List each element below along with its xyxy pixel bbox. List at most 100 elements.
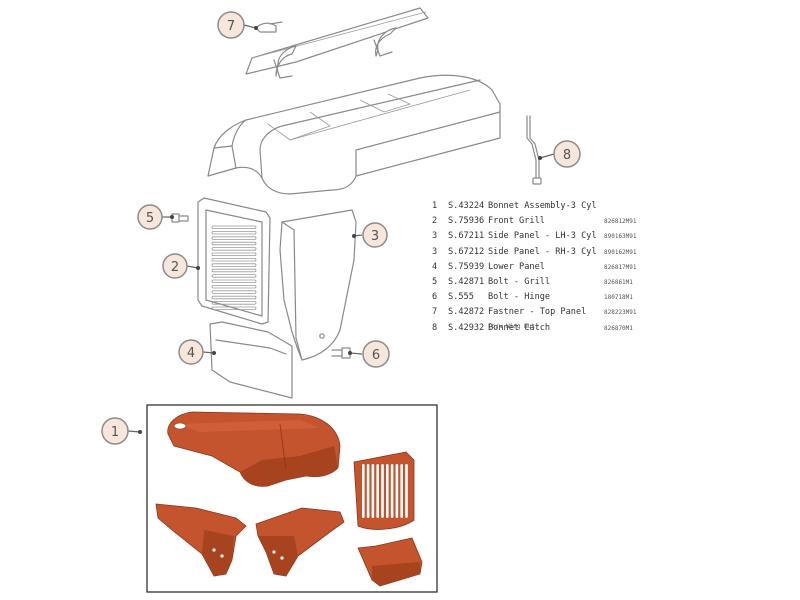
photo-grill-slot (381, 464, 384, 518)
part-description: Bonnet Assembly-3 Cyl (488, 201, 597, 211)
part-description: Fastner - Top Panel (488, 307, 587, 318)
part-number: 4 (432, 261, 438, 272)
part-description: Side Panel - LH-3 Cyl (488, 231, 597, 242)
grill-slat (211, 284, 257, 289)
grill-slat (211, 301, 257, 305)
part-reference: 180718M1 (604, 294, 633, 302)
part-code: S.43224 (448, 201, 485, 211)
part-reference: 890163M91 (604, 233, 637, 241)
photo-grill-slot (362, 464, 365, 518)
part-code: S.75939 (448, 261, 485, 272)
part-reference: 828223M91 (604, 309, 637, 317)
painted-side-panel-rh-photo (255, 507, 345, 577)
part-description: Bolt - Hinge (488, 292, 551, 303)
painted-grill-photo (353, 451, 415, 530)
callout-7-label: 7 (227, 19, 235, 34)
callout-8: 8 (553, 140, 581, 168)
part-number: 8 (432, 322, 438, 333)
callout-4: 4 (178, 339, 204, 365)
part-note: (c/w Wing Nut) (488, 322, 539, 330)
part-description: Front Grill (488, 216, 545, 227)
callout-8-label: 8 (563, 148, 571, 163)
part-code: S.67212 (448, 246, 485, 257)
top-panel-drawing (245, 7, 429, 79)
grill-slat (211, 247, 257, 251)
grill-slat (211, 268, 257, 273)
grill-slat (211, 252, 257, 256)
part-number: 3 (432, 246, 438, 257)
callout-5: 5 (137, 204, 163, 230)
callout-7: 7 (217, 11, 245, 39)
painted-lower-panel-photo (357, 537, 423, 587)
part-code: S.67211 (448, 231, 485, 242)
callout-6: 6 (362, 340, 390, 368)
grill-slat (211, 290, 257, 294)
part-reference: 890162M91 (604, 248, 637, 256)
part-reference: 826812M91 (604, 218, 637, 226)
part-number: 1 (432, 201, 438, 211)
callout-6-label: 6 (372, 348, 380, 363)
part-code: S.42871 (448, 276, 485, 287)
bonnet-drawing (207, 74, 501, 195)
photo-grill-slot (366, 464, 370, 518)
photo-grill-slot (395, 464, 399, 518)
lower-panel-drawing (209, 321, 293, 399)
part-description: Side Panel - RH-3 Cyl (488, 246, 597, 257)
side-panel-drawing (279, 209, 357, 361)
part-description: Lower Panel (488, 261, 545, 272)
photo-grill-slot (400, 464, 403, 518)
photo-grill-slot (386, 464, 389, 518)
part-number: 3 (432, 231, 438, 242)
grill-slat (211, 236, 257, 240)
callout-3: 3 (362, 222, 388, 248)
part-description: Bolt - Grill (488, 276, 551, 287)
callout-5-label: 5 (146, 211, 154, 226)
callout-1: 1 (101, 417, 129, 445)
part-number: 5 (432, 276, 438, 287)
photo-grill-slot (405, 464, 408, 518)
parts-list-row: 6 S.555 Bolt - Hinge 180718M1 (432, 292, 692, 307)
catch-rod-drawing (526, 115, 542, 185)
grill-slat (211, 263, 257, 267)
callout-1-label: 1 (111, 425, 119, 440)
grill-slat (211, 230, 257, 235)
grill-slat (211, 306, 257, 310)
part-number: 2 (432, 216, 438, 227)
painted-bonnet-photo (167, 411, 341, 487)
part-code: S.42932 (448, 322, 485, 333)
callout-2-label: 2 (171, 260, 179, 275)
photo-grill-slot (376, 464, 379, 518)
grill-slat (211, 295, 257, 300)
callout-2: 2 (162, 253, 188, 279)
grill-slat (211, 279, 257, 283)
callout-4-label: 4 (187, 346, 195, 361)
part-number: 6 (432, 292, 438, 303)
fastener-drawing (255, 21, 283, 33)
grill-slat (211, 257, 257, 262)
grill-slat (211, 274, 257, 278)
photo-grill-slot (371, 464, 375, 518)
grill-bolt-drawing (171, 213, 189, 223)
part-code: S.555 (448, 292, 474, 303)
painted-side-panel-lh-photo (155, 503, 247, 577)
part-number: 7 (432, 307, 438, 318)
part-description: Bonnet Catch (488, 322, 551, 333)
hinge-bolt-drawing (331, 347, 351, 359)
part-reference: 826817M91 (604, 263, 637, 271)
grill-slat (211, 225, 257, 229)
part-code: S.75936 (448, 216, 485, 227)
callout-3-label: 3 (371, 229, 379, 244)
leader-lines (127, 24, 555, 434)
grill-drawing (197, 197, 271, 325)
part-code: S.42872 (448, 307, 485, 318)
part-reference: 826861M1 (604, 278, 633, 286)
grill-slat (211, 241, 257, 246)
